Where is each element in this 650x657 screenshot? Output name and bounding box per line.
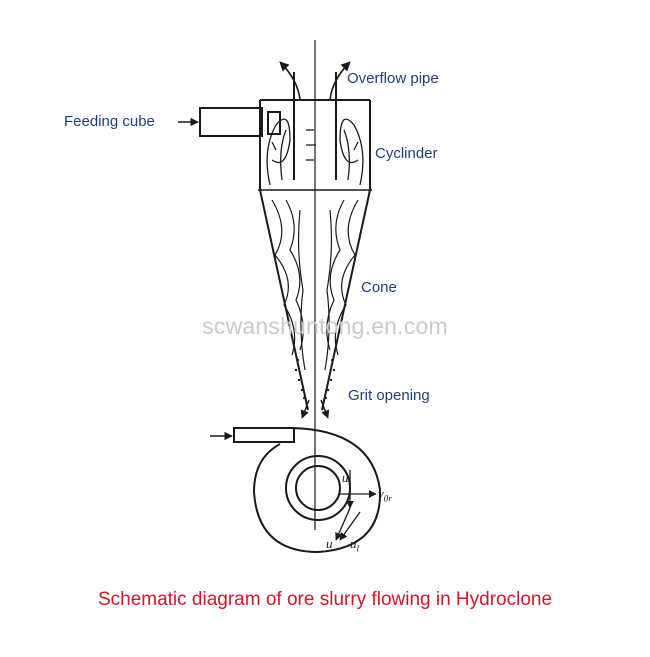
overflow-arrows [279,61,351,101]
overflow-pipe [293,72,337,180]
u-l-symbol: ul [350,536,360,554]
overflow-pipe-label: Overflow pipe [347,70,439,87]
cone-label: Cone [361,279,397,296]
feeding-cube-label: Feeding cube [64,113,155,130]
velocity-arrows [335,470,377,541]
grit-opening-label: Grit opening [348,387,430,404]
grit-arrows [300,399,330,419]
u-t-symbol: ut [342,470,352,488]
cross-section [210,427,382,554]
cone-swirl [271,199,359,371]
cylinder-label: Cyclinder [375,145,438,162]
watermark: scwanshuntong.en.com [202,313,448,339]
grit-stipple [294,358,336,400]
feeding-cube [199,107,281,137]
cylinder-swirl [266,118,364,186]
v-0r-symbol: v0r [378,486,392,504]
cone-body [259,189,371,411]
u-symbol: u [326,536,333,551]
diagram-caption: Schematic diagram of ore slurry flowing … [97,589,553,610]
cylinder-body [258,99,372,191]
